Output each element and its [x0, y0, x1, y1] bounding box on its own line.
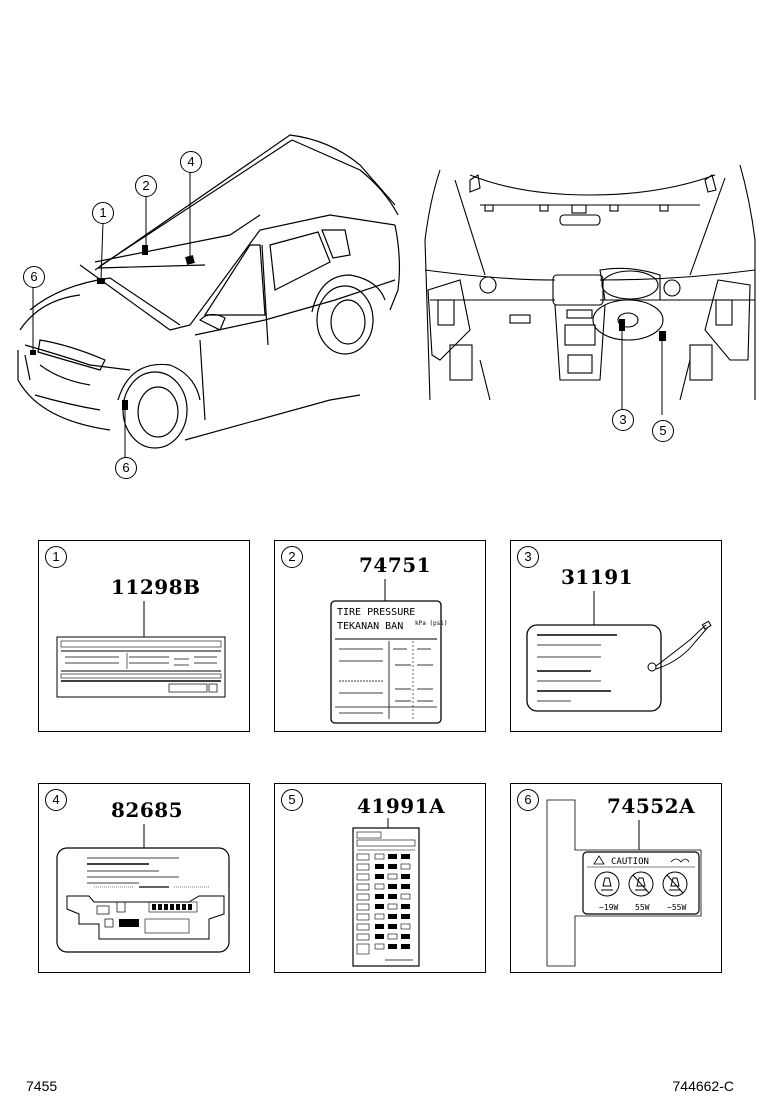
part-number: 11298B [111, 575, 201, 599]
tire-pressure-text-1: TIRE PRESSURE [337, 607, 415, 618]
panel-number: 3 [517, 546, 539, 568]
panel-number: 4 [45, 789, 67, 811]
vehicle-interior-illustration [420, 155, 760, 415]
part-number: 41991A [357, 794, 446, 818]
panel-number: 2 [281, 546, 303, 568]
tire-pressure-unit: kPa (psi) [415, 620, 448, 627]
panel-number: 1 [45, 546, 67, 568]
vehicle-exterior-illustration [0, 120, 420, 480]
part-number: 74552A [607, 794, 696, 818]
footer-left-code: 7455 [26, 1078, 58, 1094]
label-panel-1: 1 11298B [38, 540, 250, 732]
caution-text: CAUTION [611, 857, 649, 867]
label-panel-2: 2 74751 TIRE PRESSURE TEKANAN BAN kPa (p… [274, 540, 486, 732]
callout-5: 5 [652, 420, 674, 442]
label-drawing [56, 824, 230, 953]
footer-right-code: 744662-C [672, 1078, 735, 1094]
callout-4: 4 [180, 151, 202, 173]
wattage-1: ~19W [599, 903, 618, 912]
label-panel-3: 3 31191 [510, 540, 722, 732]
label-panel-5: 5 41991A [274, 783, 486, 973]
wattage-3: ~55W [667, 903, 686, 912]
callout-6-bottom: 6 [115, 457, 137, 479]
panel-number: 5 [281, 789, 303, 811]
part-number: 82685 [111, 798, 184, 822]
label-panel-4: 4 82685 [38, 783, 250, 973]
label-drawing: CAUTION ~19W 55W ~55W [546, 799, 702, 967]
tire-pressure-text-2: TEKANAN BAN [337, 621, 403, 632]
label-drawing: TIRE PRESSURE TEKANAN BAN kPa (psi) [330, 579, 448, 724]
wattage-2: 55W [635, 903, 650, 912]
label-drawing [56, 601, 226, 698]
callout-2: 2 [135, 175, 157, 197]
callout-1: 1 [92, 202, 114, 224]
panel-number: 6 [517, 789, 539, 811]
part-number: 31191 [561, 565, 634, 589]
part-number: 74751 [359, 553, 432, 577]
callout-3: 3 [612, 409, 634, 431]
callout-6-top: 6 [23, 266, 45, 288]
label-panel-6: 6 74552A CAUTION ~19W 55W ~55W [510, 783, 722, 973]
label-drawing [526, 591, 712, 712]
label-drawing [352, 818, 420, 967]
